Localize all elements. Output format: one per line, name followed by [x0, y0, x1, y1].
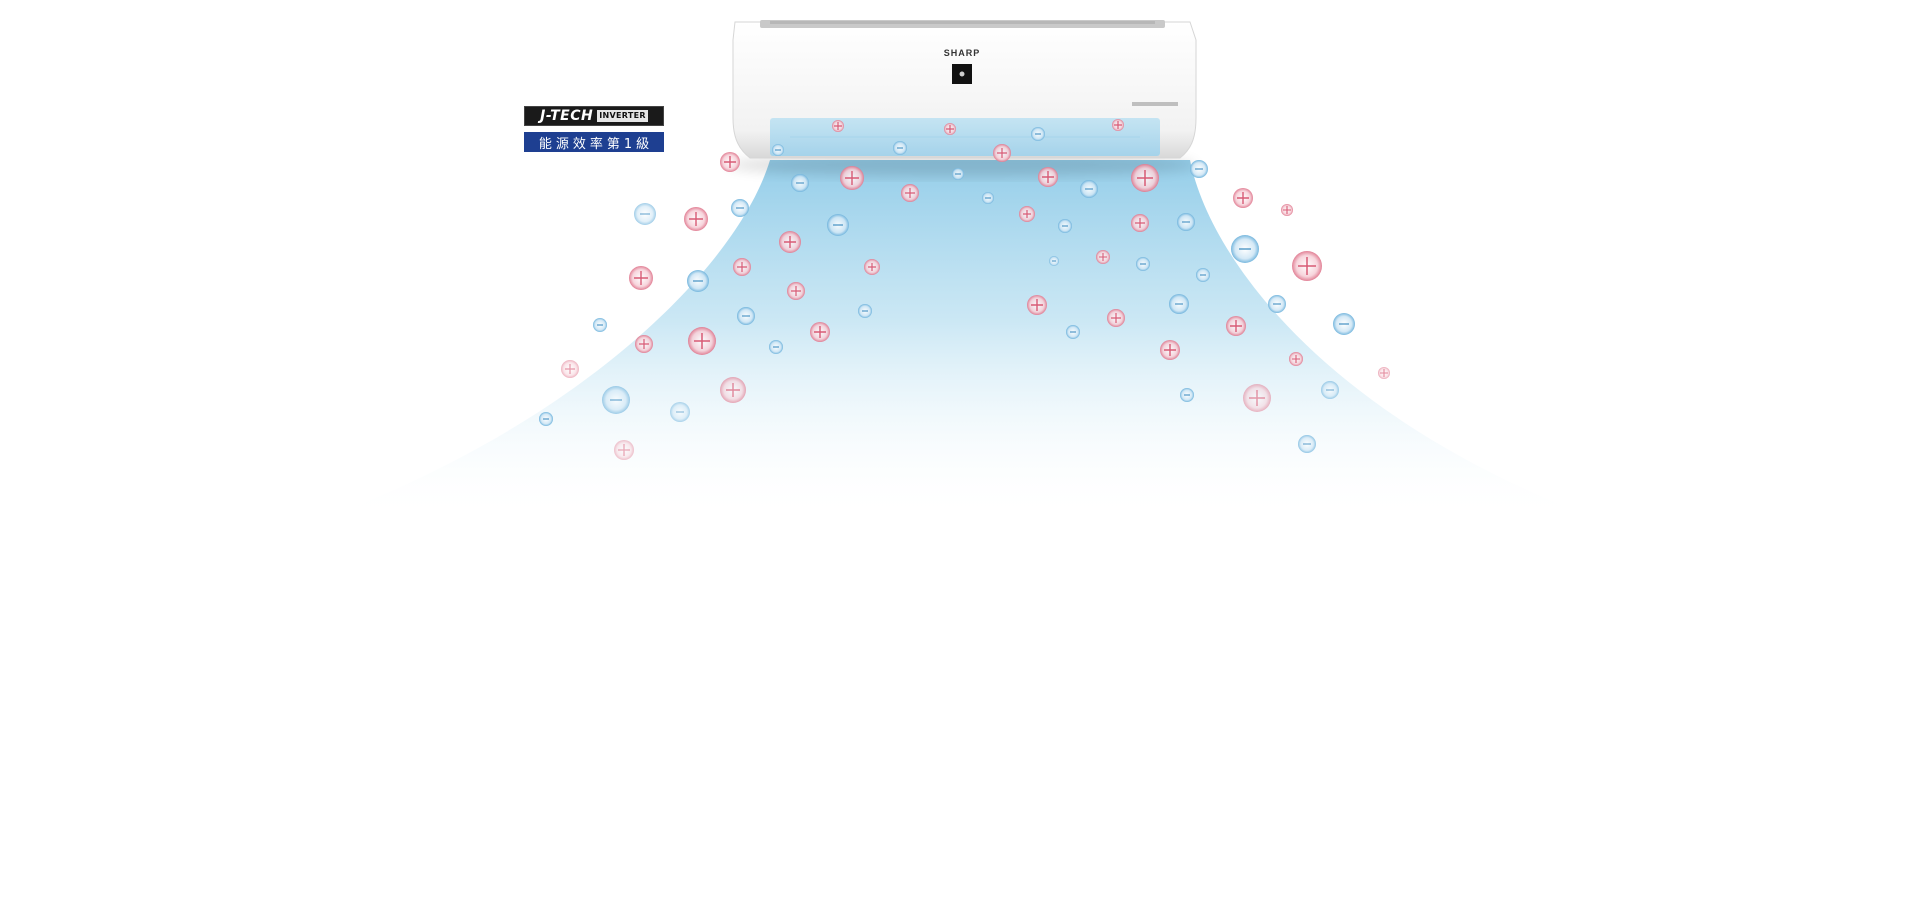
ion-particles: [539, 119, 1390, 460]
energy-efficiency-badge: 能源效率第1級: [524, 132, 664, 152]
air-conditioner-unit: SHARP: [732, 20, 1197, 159]
negative-ion-icon: [539, 127, 1355, 453]
brand-logo: SHARP: [944, 48, 981, 58]
jtech-inverter-badge: J-TECH INVERTER: [524, 106, 664, 126]
positive-ion-icon: [561, 119, 1390, 460]
badge-group: J-TECH INVERTER 能源效率第1級: [524, 106, 664, 152]
jtech-badge-text: J-TECH: [540, 108, 594, 124]
airflow-plume: [320, 160, 1600, 520]
inverter-badge-text: INVERTER: [597, 110, 648, 122]
